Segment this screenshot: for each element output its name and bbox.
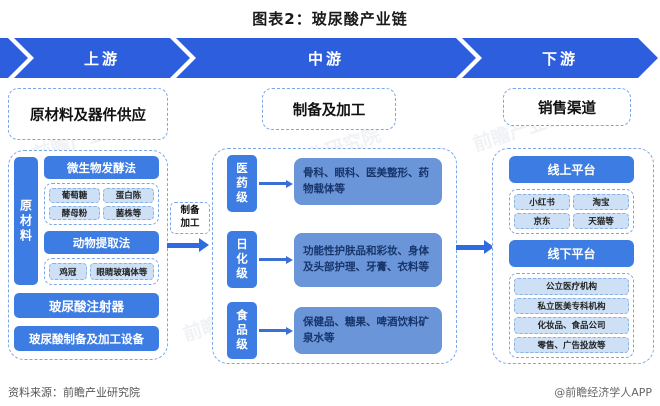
food-grade-label: 食品级 [227, 302, 257, 359]
chip-vitreous: 眼睛玻璃体等 [89, 263, 154, 280]
fermentation-items: 葡萄糖 蛋白陈 酵母粉 菌株等 [44, 183, 159, 225]
online-platform-items: 小红书 淘宝 京东 天猫等 [509, 189, 634, 234]
chip-cosmetic-food-co: 化妆品、食品公司 [514, 317, 629, 334]
banner-segment-upstream: 上游 [14, 38, 190, 78]
chip-public-medical: 公立医疗机构 [514, 278, 629, 295]
injector-box: 玻尿酸注射器 [14, 293, 159, 318]
chip-glucose: 葡萄糖 [49, 188, 100, 203]
pharma-arrow-icon [259, 179, 293, 188]
midstream-to-downstream-arrow-icon [456, 240, 494, 254]
chip-jd: 京东 [514, 213, 570, 229]
chip-yeast: 酵母粉 [49, 205, 100, 220]
chip-xiaohongshu: 小红书 [514, 194, 570, 210]
banner-segment-downstream: 下游 [462, 38, 658, 78]
daily-chem-arrow-icon [259, 255, 293, 264]
banner-midstream-label: 中游 [307, 49, 344, 68]
credit-note: @前瞻经济学人APP [554, 386, 652, 399]
downstream-header: 销售渠道 [503, 88, 631, 126]
page-title: 图表2：玻尿酸产业链 [252, 10, 408, 28]
banner-upstream-label: 上游 [83, 49, 120, 68]
banner-segment-midstream: 中游 [176, 38, 476, 78]
food-applications: 保健品、糖果、啤酒饮料矿泉水等 [294, 307, 442, 354]
daily-chem-grade-label: 日化级 [227, 231, 257, 288]
chip-peptone: 蛋白陈 [103, 188, 154, 203]
animal-extraction-items: 鸡冠 眼睛玻璃体等 [44, 258, 159, 285]
pharma-applications: 骨科、眼科、医美整形、药物载体等 [294, 158, 442, 205]
chip-retail-ads: 零售、广告投放等 [514, 336, 629, 353]
chip-strains: 菌株等 [103, 205, 154, 220]
source-note: 资料来源：前瞻产业研究院 [8, 386, 140, 399]
offline-platform-box: 线下平台 [509, 240, 634, 267]
midstream-header: 制备及加工 [262, 88, 396, 130]
offline-channel-items: 公立医疗机构 私立医美专科机构 化妆品、食品公司 零售、广告投放等 [509, 273, 634, 358]
pharma-grade-label: 医药级 [227, 155, 257, 212]
chip-taobao: 淘宝 [573, 194, 629, 210]
chip-tmall: 天猫等 [573, 213, 629, 229]
banner-downstream-label: 下游 [541, 49, 578, 68]
equipment-box: 玻尿酸制备及加工设备 [14, 326, 159, 351]
prep-process-label: 制备加工 [170, 202, 210, 234]
animal-extraction-box: 动物提取法 [44, 231, 159, 254]
fermentation-method-box: 微生物发酵法 [44, 156, 159, 179]
upstream-to-midstream-arrow-icon [167, 238, 209, 252]
daily-chem-applications: 功能性护肤品和彩妆、身体及头部护理、牙膏、衣料等 [294, 233, 442, 287]
upstream-header: 原材料及器件供应 [8, 88, 168, 140]
food-arrow-icon [259, 326, 293, 335]
raw-material-side-label: 原材料 [14, 157, 38, 285]
online-platform-box: 线上平台 [509, 156, 634, 183]
chip-private-clinic: 私立医美专科机构 [514, 297, 629, 314]
chip-cockscomb: 鸡冠 [49, 263, 87, 280]
